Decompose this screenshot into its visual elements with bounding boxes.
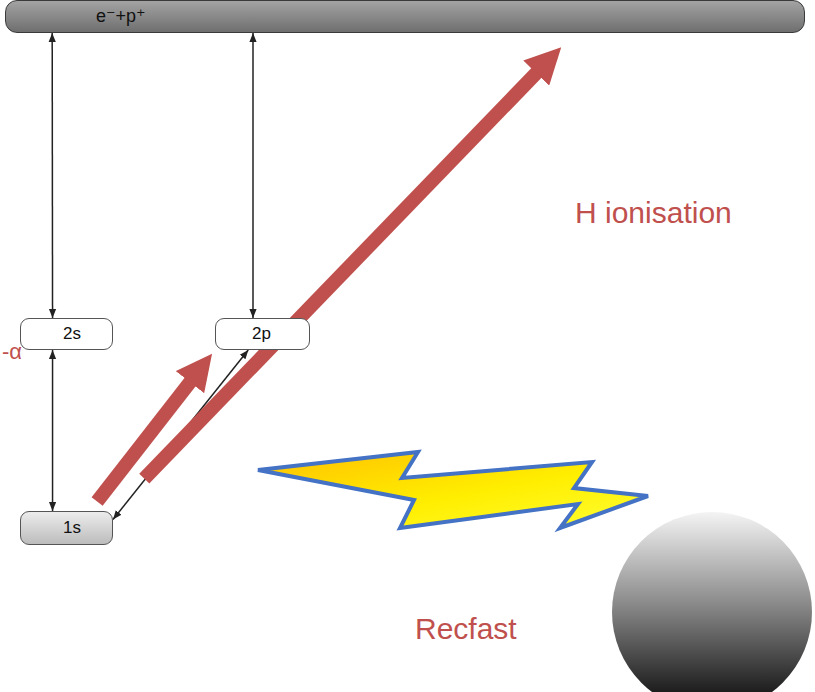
- level-box: 2s: [20, 318, 113, 350]
- level-name: 1s: [63, 519, 81, 538]
- process-label: H ionisation: [575, 196, 732, 229]
- transition-label: -α: [2, 340, 22, 364]
- lightning-bolt: [258, 452, 648, 528]
- transition-line: [51, 33, 53, 318]
- ground-level-box: 1s: [20, 511, 113, 545]
- level-box: 2p: [215, 318, 310, 350]
- level-name: 2p: [252, 325, 271, 344]
- level-name: e⁻+p⁺: [96, 7, 146, 27]
- level-name: 2s: [63, 325, 81, 344]
- code-name-label: Recfast: [415, 612, 517, 645]
- transition-line: [252, 33, 254, 318]
- excitation-arrow: [144, 65, 543, 478]
- continuum-band: e⁻+p⁺: [5, 0, 805, 33]
- black-body-sphere: [612, 512, 812, 692]
- transition-line: [52, 350, 54, 511]
